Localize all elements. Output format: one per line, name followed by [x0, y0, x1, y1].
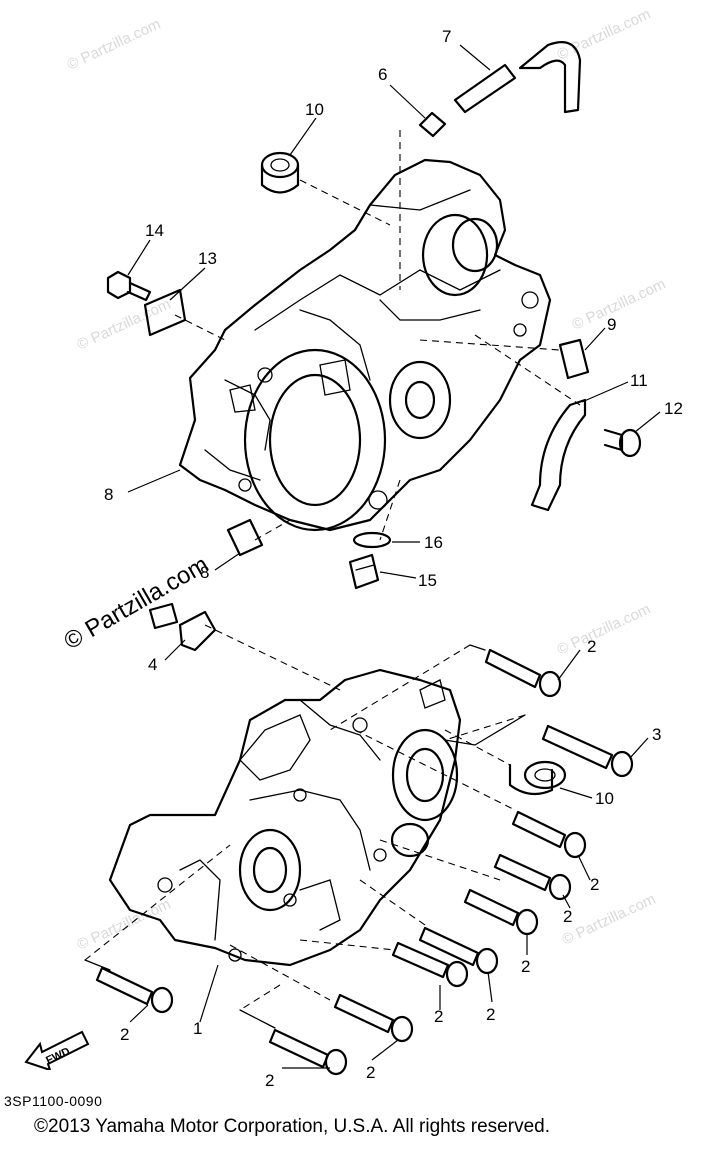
bolt-part-2	[493, 853, 572, 901]
callout-2: 2	[366, 1063, 375, 1082]
watermark: © Partzilla.com	[75, 296, 174, 354]
leader-lines	[127, 44, 661, 1069]
bolt-part-2	[391, 941, 469, 988]
callout-9: 9	[607, 315, 616, 334]
callout-8: 8	[200, 563, 209, 582]
callout-2: 2	[434, 1007, 443, 1026]
callout-10: 10	[595, 789, 614, 808]
dowel-part-9	[558, 338, 590, 380]
watermark: © Partzilla.com	[560, 891, 659, 949]
bolt-part-2	[511, 810, 587, 859]
bolt-part-14	[106, 270, 152, 302]
callout-1: 1	[193, 1019, 202, 1038]
callout-11: 11	[630, 371, 648, 390]
callout-10: 10	[305, 100, 324, 119]
watermark: © Partzilla.com	[555, 601, 654, 659]
bolt-part-2	[333, 993, 414, 1043]
callout-2: 2	[265, 1071, 274, 1090]
dowel-part-5	[148, 602, 179, 630]
watermark-dark: © Partzilla.com	[60, 551, 214, 655]
bolt-part-2	[463, 888, 539, 936]
watermark: © Partzilla.com	[570, 276, 669, 334]
callout-12: 12	[664, 399, 683, 418]
callout-2: 2	[486, 1005, 495, 1024]
callout-13: 13	[198, 249, 217, 268]
bushing-part-10	[260, 151, 300, 194]
callout-2: 2	[521, 957, 530, 976]
bolt-part-2	[95, 966, 174, 1014]
callout-2: 2	[563, 907, 572, 926]
callout-labels: 7 6 10 14 13 9 11 12 8 16 15 8 4 2 3 10 …	[104, 27, 683, 1090]
callout-6: 6	[378, 65, 387, 84]
watermark: © Partzilla.com	[555, 6, 654, 64]
drain-plug-part-15	[348, 553, 380, 590]
bolt-part-2	[484, 648, 562, 698]
callout-14: 14	[145, 221, 164, 240]
dowel-part-8	[226, 518, 264, 557]
bushing-part-10	[508, 760, 567, 796]
bolt-part-2	[268, 1028, 348, 1076]
callout-3: 3	[652, 725, 661, 744]
callout-15: 15	[418, 571, 437, 590]
callout-7: 7	[442, 27, 451, 46]
watermark: © Partzilla.com	[65, 16, 164, 74]
bracket-part-11	[530, 398, 587, 512]
copyright-notice: ©2013 Yamaha Motor Corporation, U.S.A. A…	[34, 1116, 550, 1137]
washer-part-16	[352, 531, 392, 549]
callout-16: 16	[424, 533, 443, 552]
left-crankcase-half	[178, 158, 552, 532]
assembly-lines-lower	[84, 624, 526, 1029]
reference-code: 3SP1100-0090	[4, 1093, 103, 1109]
dowel-part-6	[418, 111, 447, 138]
assembly-lines-upper	[174, 130, 581, 541]
watermark-layer: © Partzilla.com © Partzilla.com © Partzi…	[60, 6, 669, 954]
callout-2: 2	[120, 1025, 129, 1044]
bolt-part-2	[418, 926, 499, 975]
watermark: © Partzilla.com	[75, 896, 174, 954]
callout-4: 4	[148, 655, 157, 674]
bolt-part-3	[541, 724, 634, 778]
hose-part-7	[453, 41, 582, 114]
bracket-part-4	[178, 610, 217, 652]
plate-part-13	[143, 288, 187, 337]
callout-2: 2	[587, 637, 596, 656]
right-crankcase-half	[108, 668, 462, 967]
screw-part-12	[603, 428, 642, 458]
callout-2: 2	[590, 875, 599, 894]
callout-8: 8	[104, 485, 113, 504]
forward-arrow-icon: FWD	[24, 1030, 90, 1070]
